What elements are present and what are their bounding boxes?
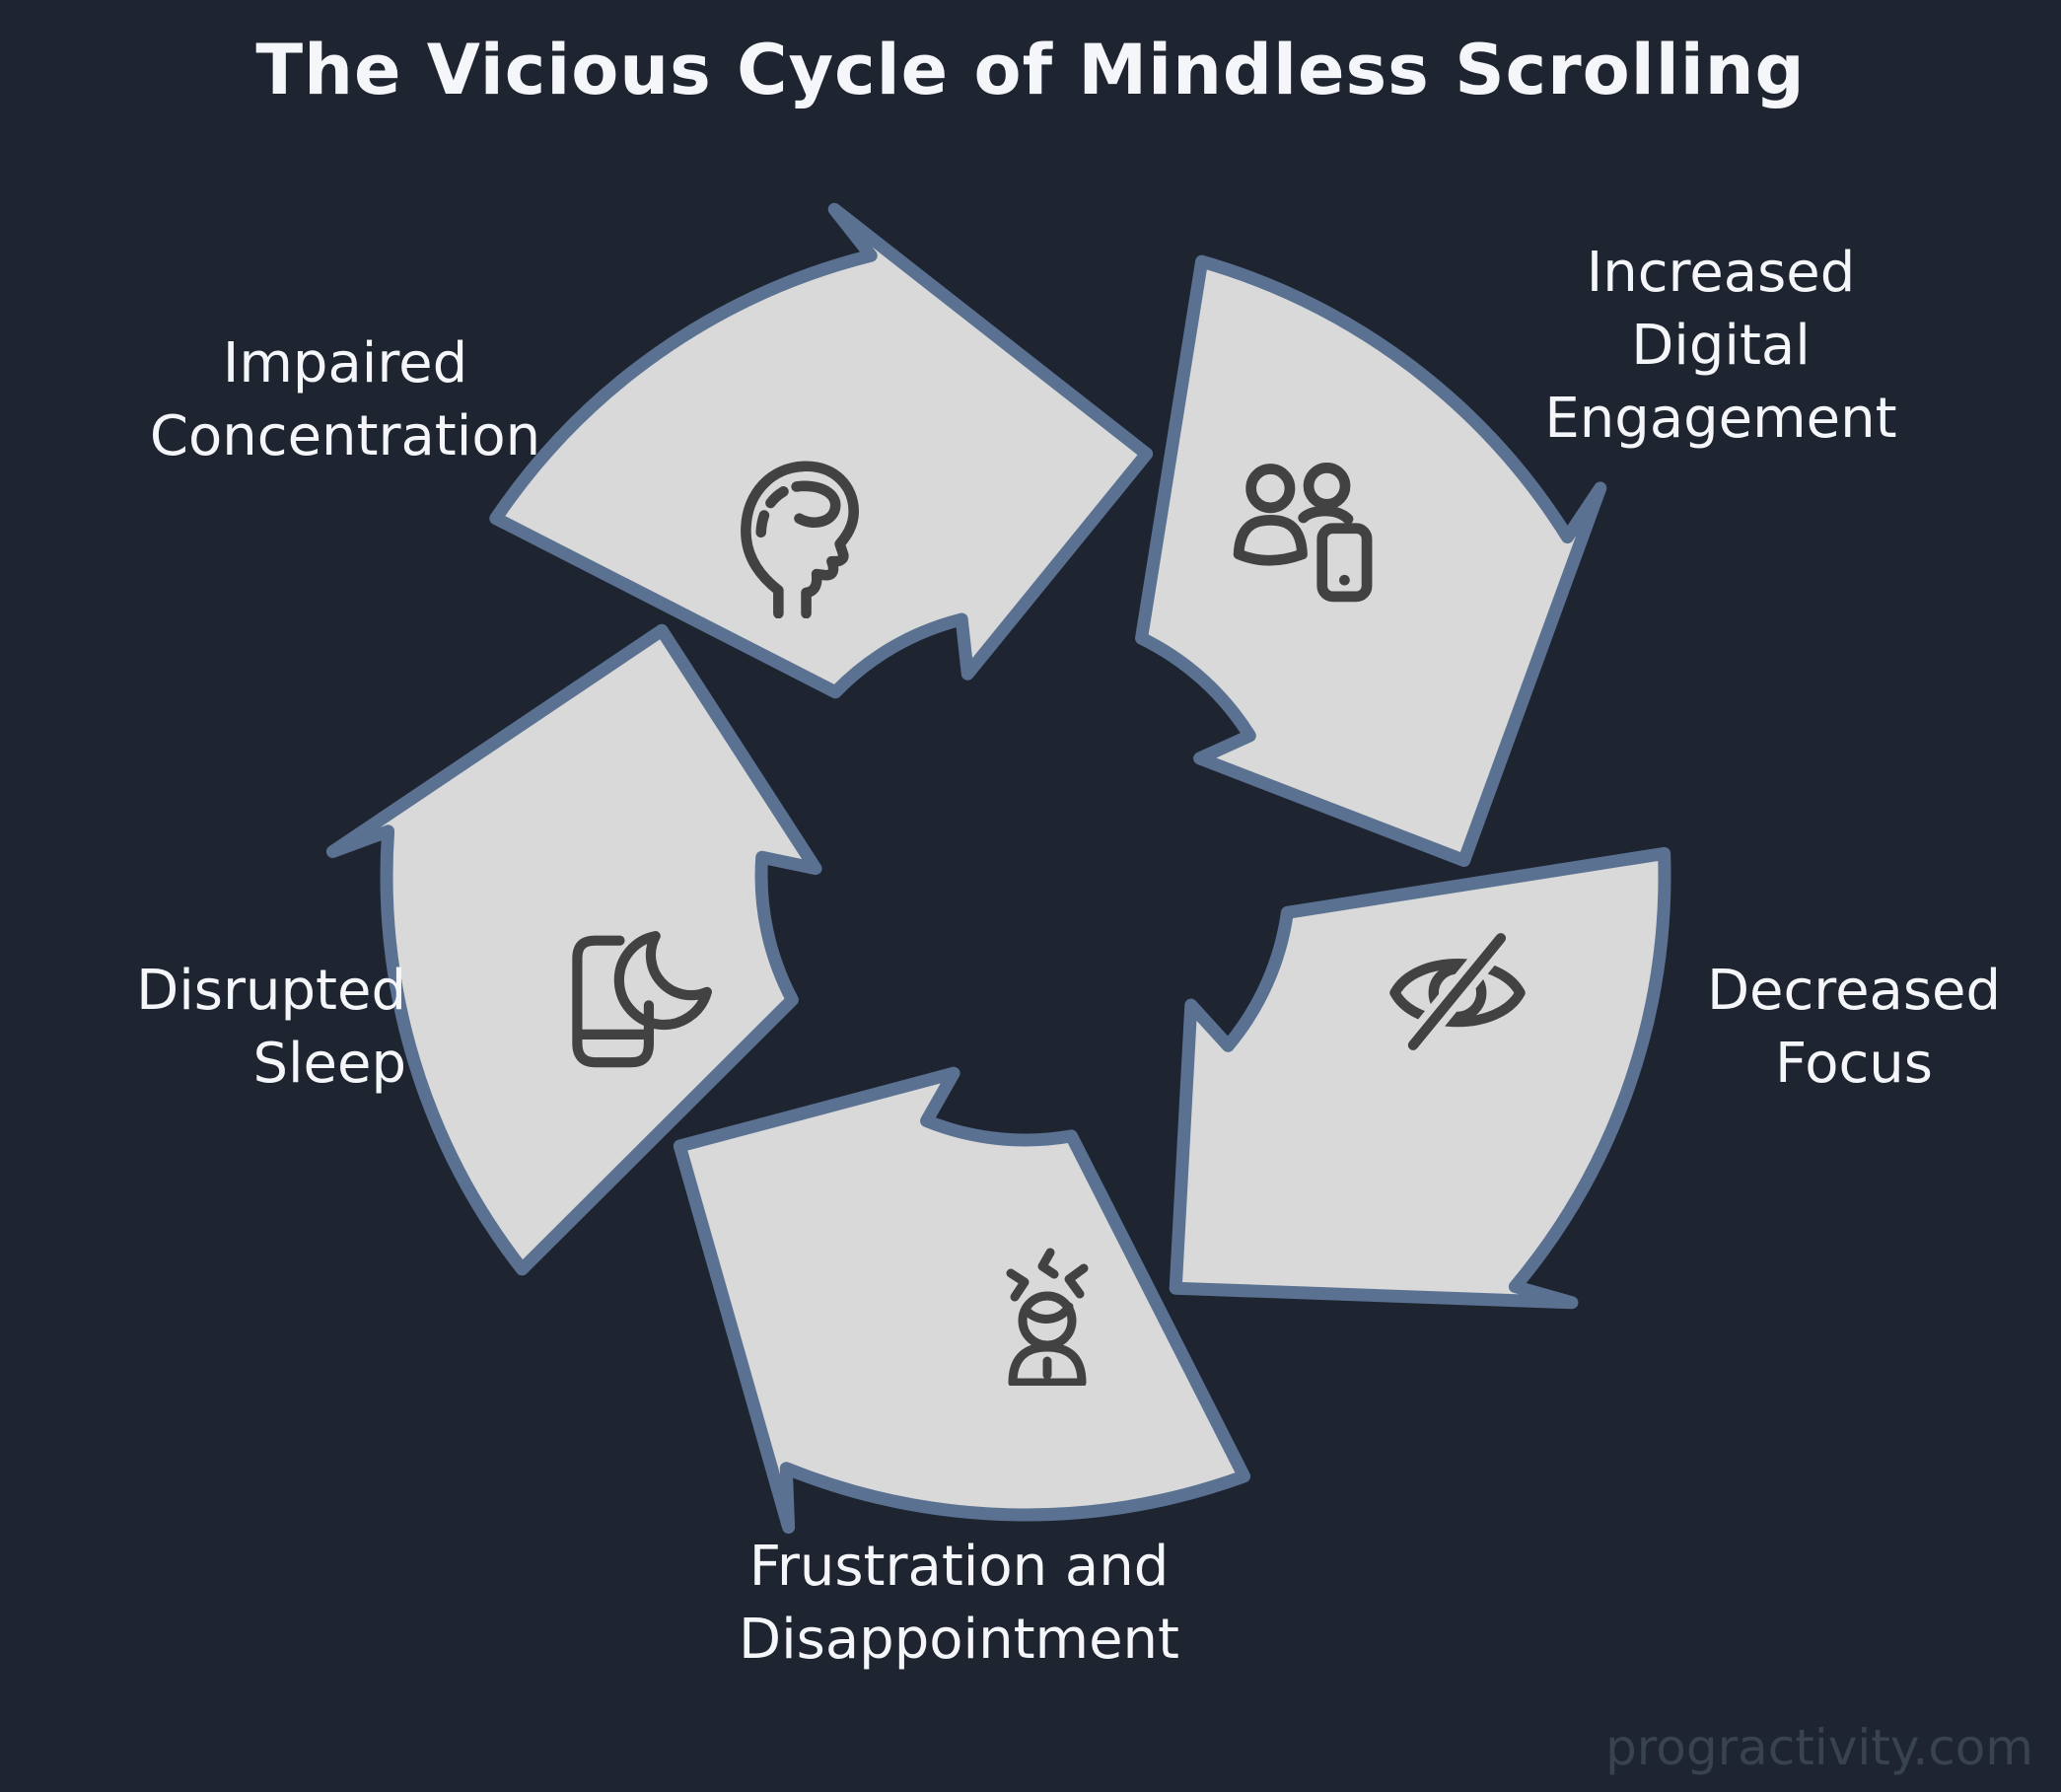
head-brain-icon — [741, 461, 860, 618]
label-disrupted-sleep: Disrupted Sleep — [39, 955, 406, 1101]
label-line: Concentration — [149, 404, 541, 468]
cycle-arrow-impaired-concentration — [489, 202, 1154, 699]
label-decreased-focus: Decreased Focus — [1602, 955, 2061, 1101]
eye-off-icon — [1389, 929, 1526, 1054]
label-line: Frustration and — [748, 1535, 1170, 1599]
label-line: Decreased — [1706, 959, 2002, 1023]
watermark: progractivity.com — [1605, 1719, 2033, 1776]
label-line: Increased — [1586, 241, 1856, 305]
label-impaired-concentration: Impaired Concentration — [69, 327, 621, 473]
phone-moon-icon — [572, 931, 712, 1068]
label-line: Sleep — [252, 1032, 406, 1096]
label-line: Focus — [1775, 1032, 1933, 1096]
people-phone-icon — [1233, 462, 1373, 603]
label-line: Disrupted — [136, 959, 406, 1023]
label-line: Disappointment — [739, 1608, 1179, 1672]
page-title: The Vicious Cycle of Mindless Scrolling — [255, 30, 1806, 110]
label-frustration-disappointment: Frustration and Disappointment — [636, 1531, 1282, 1677]
label-line: Impaired — [222, 331, 468, 395]
cycle-arrow-decreased-focus — [1169, 846, 1671, 1310]
label-line: Engagement — [1544, 387, 1897, 451]
label-line: Digital — [1631, 314, 1811, 378]
frustrated-person-icon — [1006, 1248, 1089, 1386]
cycle-arrow-frustration-disappointment — [673, 1066, 1251, 1535]
label-increased-digital-engagement: Increased Digital Engagement — [1464, 237, 1977, 456]
